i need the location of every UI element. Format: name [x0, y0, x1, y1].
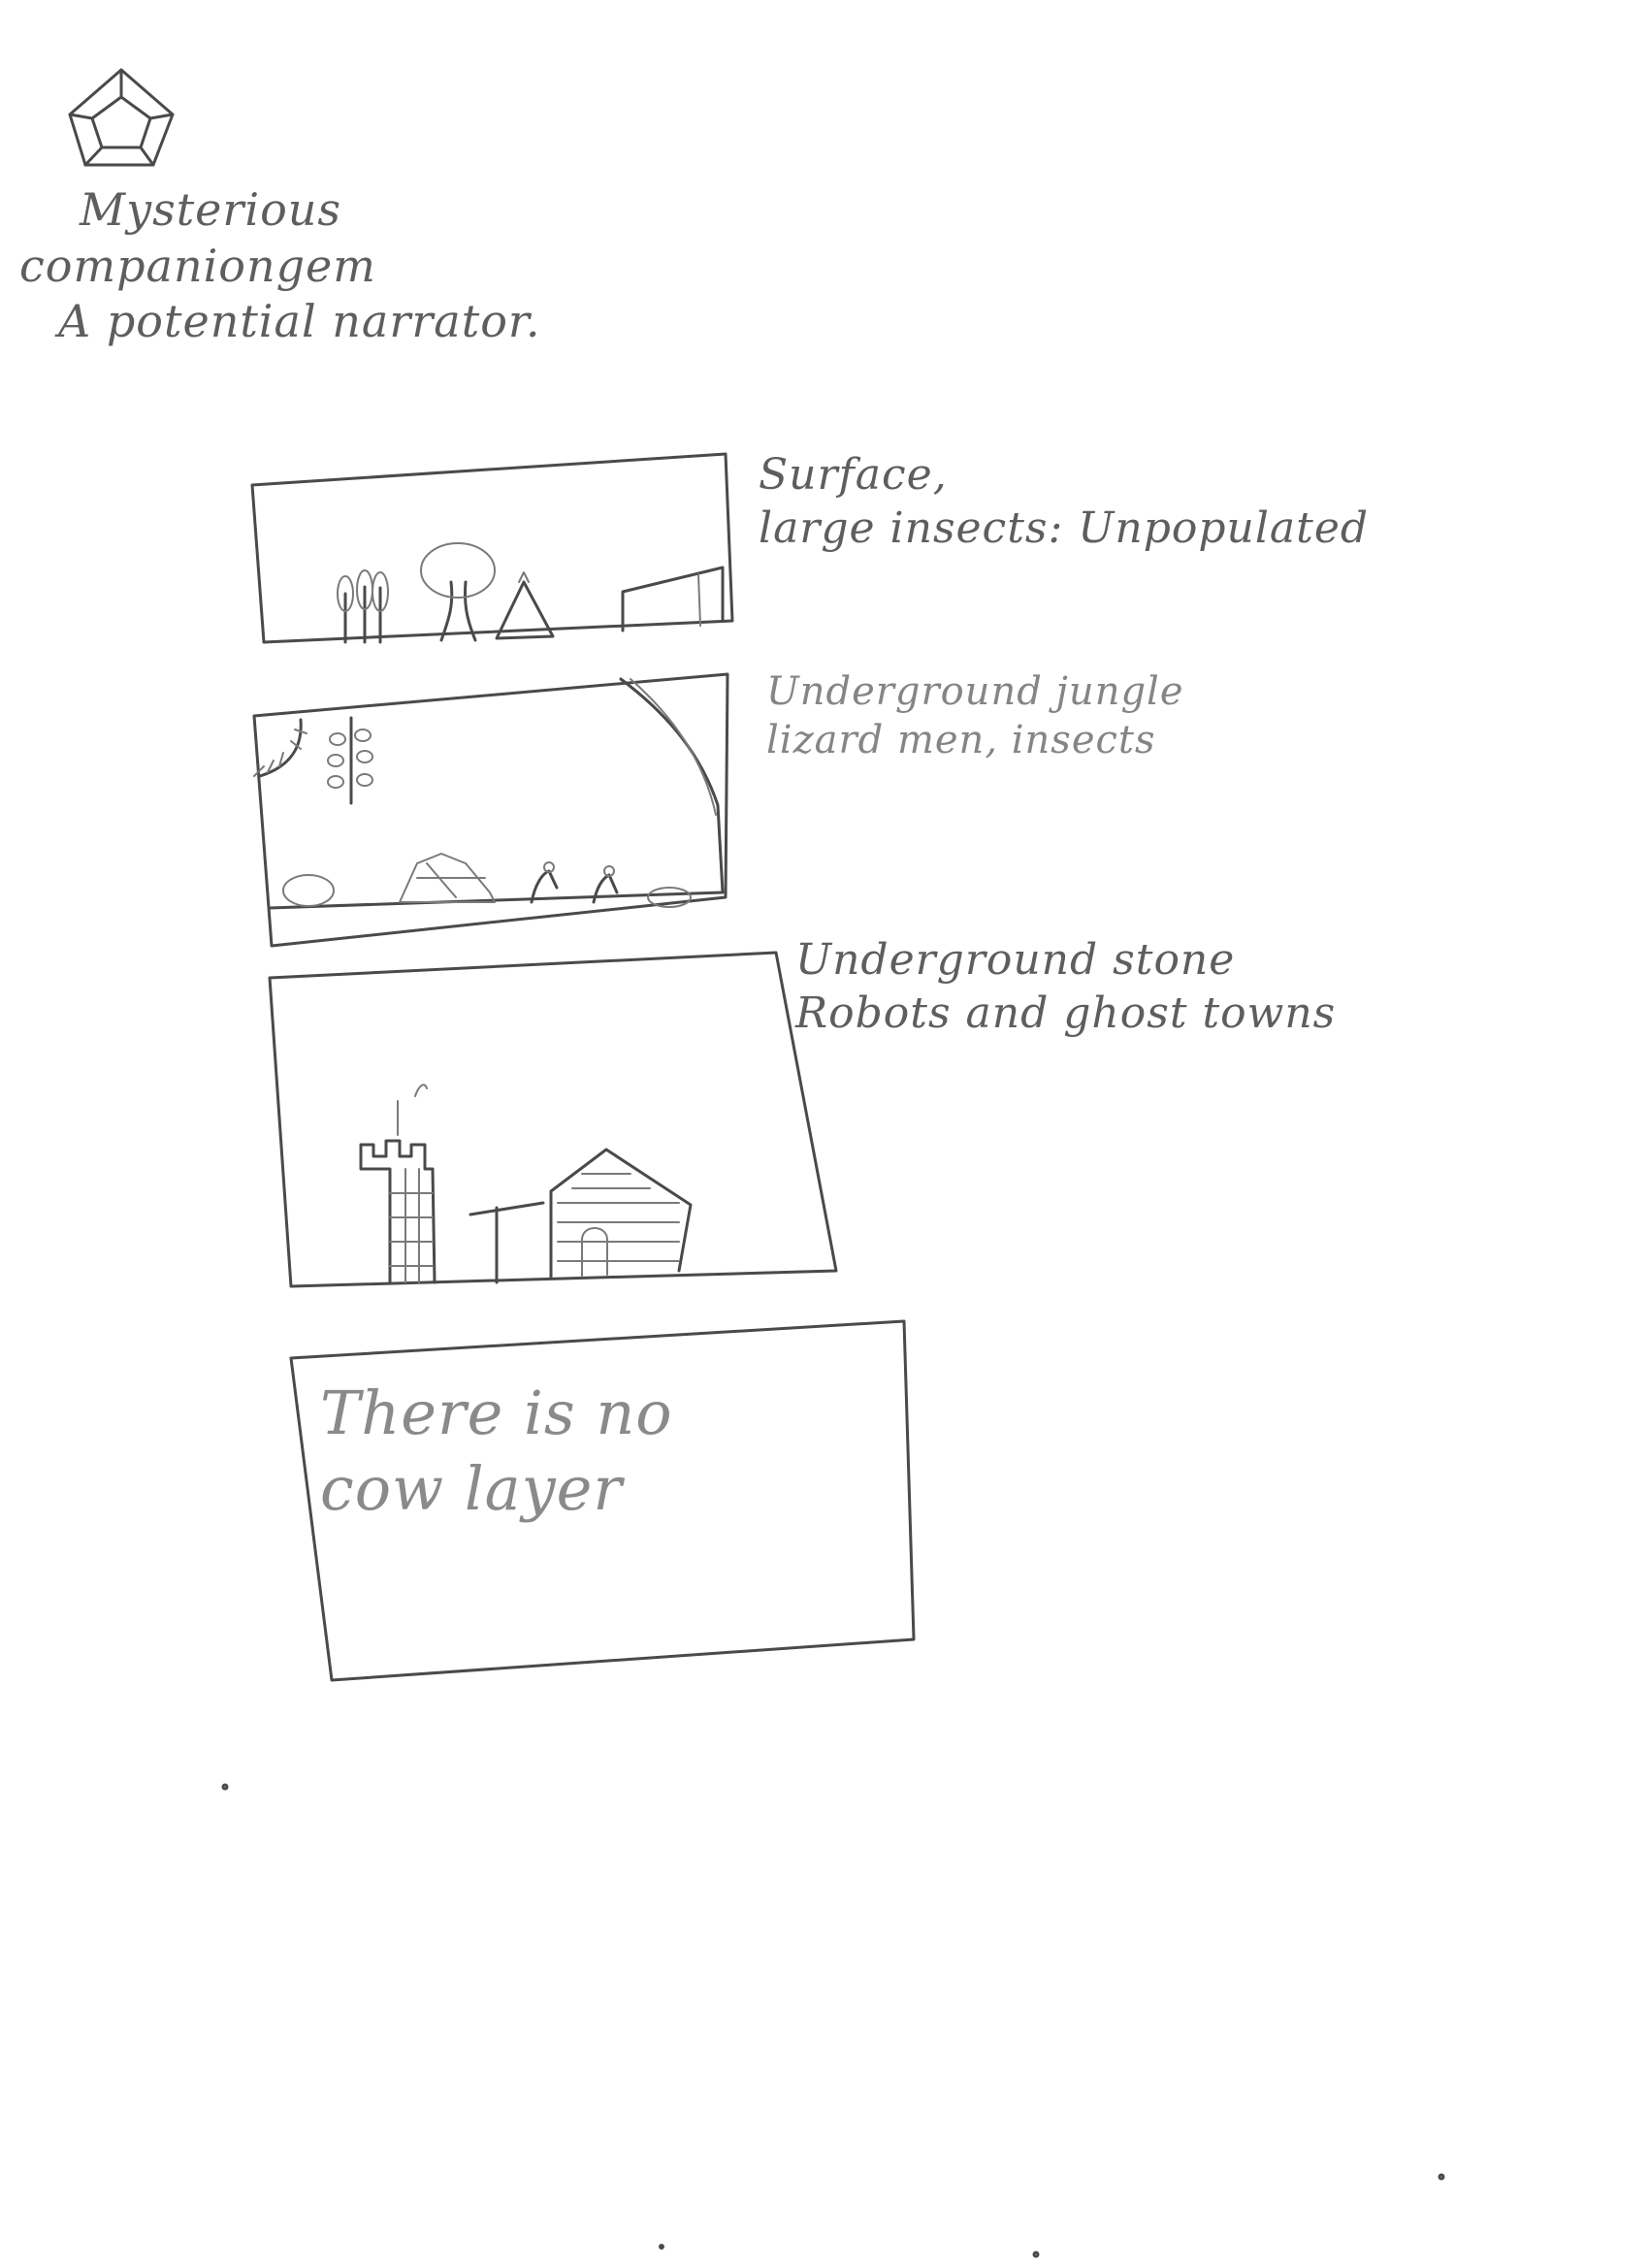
stone-label-line2: Robots and ghost towns [795, 988, 1337, 1038]
jungle-panel [252, 672, 729, 948]
surface-label: Surface, large insects: Unpopulated [759, 448, 1369, 555]
tree-icon [337, 569, 389, 644]
gem-note-line2: companiongem [19, 239, 376, 292]
cow-layer-line2: cow layer [320, 1452, 623, 1524]
tree-icon [420, 542, 496, 642]
surface-label-line1: Surface, [759, 450, 948, 500]
vine-icon [327, 716, 373, 805]
surface-panel [250, 452, 734, 644]
stone-label: Underground stone Robots and ghost towns [795, 933, 1336, 1040]
house-icon [469, 1148, 693, 1284]
jungle-label: Underground jungle lizard men, insects [766, 667, 1184, 764]
gem-icon [68, 68, 175, 167]
jungle-label-line1: Underground jungle [766, 669, 1184, 714]
gem-note-line3: A potential narrator. [58, 295, 541, 347]
gem-note: Mysterious companiongem A potential narr… [19, 182, 540, 350]
cow-panel [289, 1319, 916, 1682]
sun-icon [253, 718, 307, 778]
tower-icon [359, 1084, 436, 1284]
stone-label-line1: Underground stone [795, 935, 1236, 985]
gem-note-line1: Mysterious [80, 183, 342, 236]
cow-layer-line1: There is no [320, 1377, 673, 1448]
cow-layer-text: There is no cow layer [320, 1376, 673, 1526]
stone-panel [268, 951, 838, 1288]
tent-icon [495, 571, 555, 640]
surface-label-line2: large insects: Unpopulated [759, 503, 1370, 553]
jungle-label-line2: lizard men, insects [766, 718, 1156, 762]
